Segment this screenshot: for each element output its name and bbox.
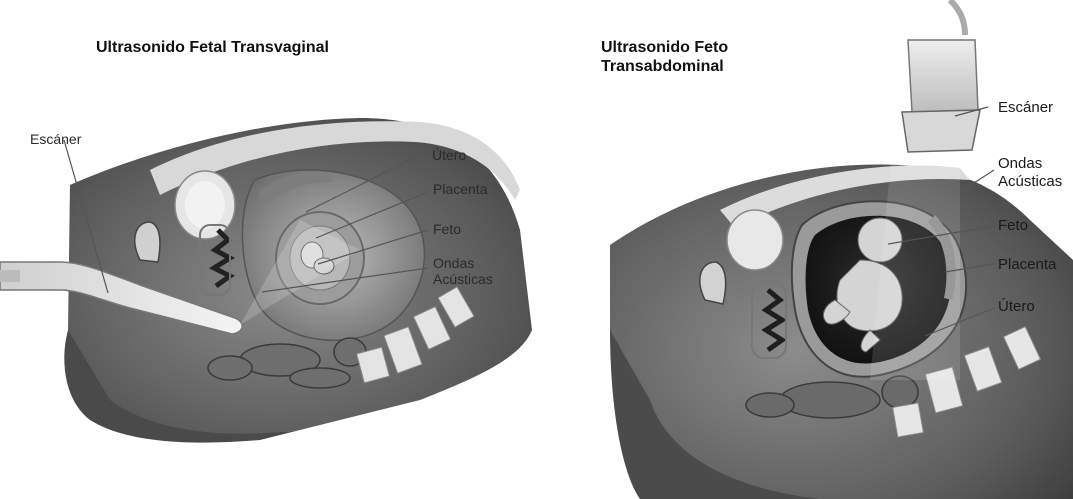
label-waves-line1: Ondas [433, 256, 474, 271]
probe-cable [950, 0, 965, 35]
bladder [727, 210, 783, 270]
transabdominal-title-line1: Ultrasonido Feto [601, 38, 801, 57]
transabdominal-title: Ultrasonido Feto Transabdominal [601, 38, 801, 76]
label-waves-line2: Acústicas [998, 173, 1062, 191]
label-fetus: Feto [998, 217, 1028, 235]
label-waves-line2: Acústicas [433, 272, 493, 287]
transvaginal-diagram: Ultrasonido Fetal Transvaginal Escáner Ú… [0, 0, 540, 499]
label-fetus: Feto [433, 222, 461, 237]
label-scanner: Escáner [998, 99, 1053, 117]
label-uterus: Útero [432, 148, 466, 163]
pubic-bone [700, 262, 726, 304]
abdominal-probe-head [902, 110, 980, 152]
transvaginal-title: Ultrasonido Fetal Transvaginal [96, 38, 329, 57]
label-placenta: Placenta [433, 182, 487, 197]
label-scanner: Escáner [30, 132, 81, 147]
transabdominal-diagram: Ultrasonido Feto Transabdominal Escáner … [540, 0, 1073, 499]
label-waves-line1: Ondas [998, 155, 1042, 173]
abdominal-probe [908, 40, 978, 112]
transabdominal-title-line2: Transabdominal [601, 57, 801, 76]
label-placenta: Placenta [998, 256, 1056, 274]
transvaginal-illustration [0, 0, 540, 499]
pubic-bone [135, 222, 160, 262]
label-uterus: Útero [998, 298, 1035, 316]
